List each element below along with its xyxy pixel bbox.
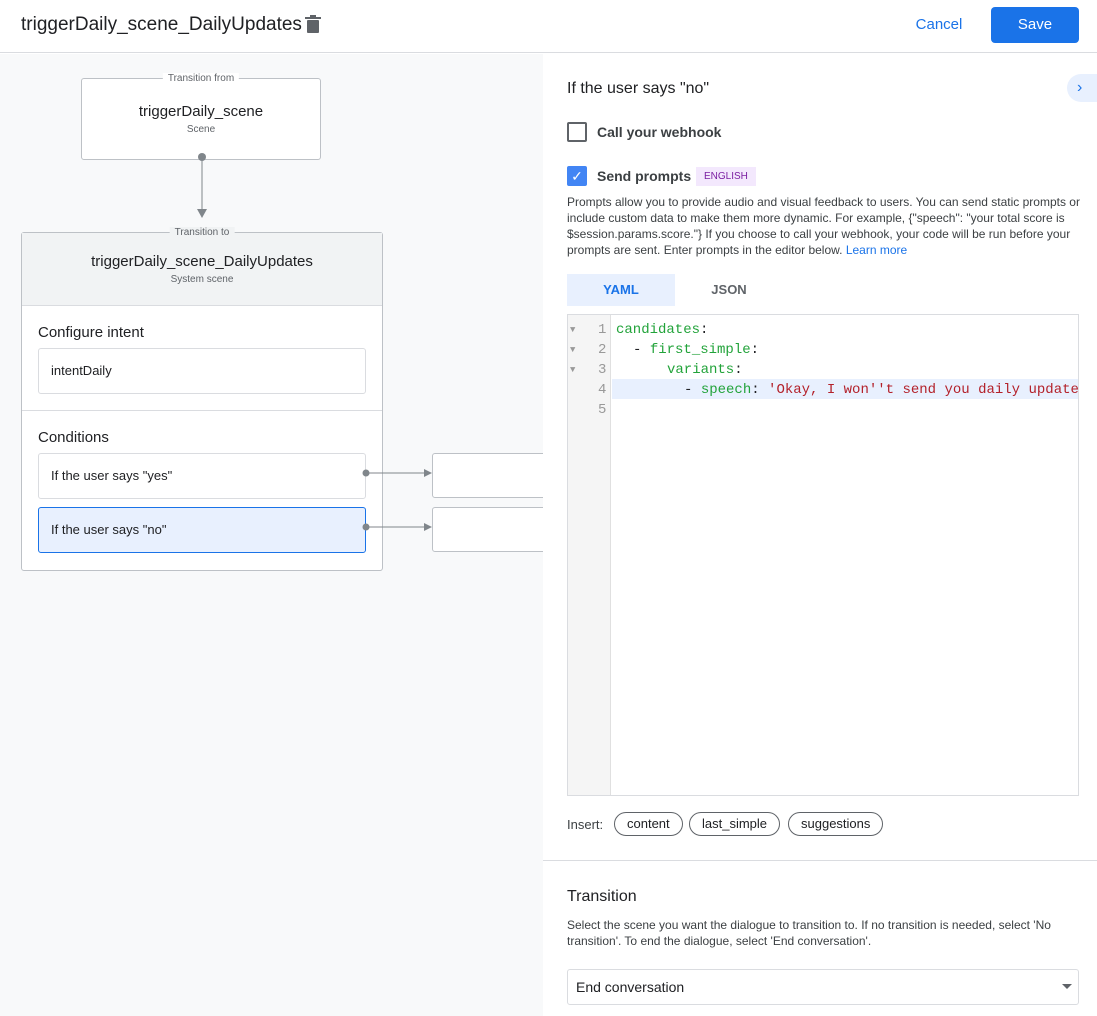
- condition-yes[interactable]: If the user says "yes": [38, 453, 366, 499]
- panel-heading: If the user says "no": [567, 80, 710, 97]
- configure-intent-heading: Configure intent: [38, 324, 144, 341]
- to-scene-name: triggerDaily_scene_DailyUpdates: [91, 253, 313, 270]
- transition-select[interactable]: End conversation: [567, 969, 1079, 1005]
- save-button[interactable]: Save: [991, 7, 1079, 43]
- transition-from-node[interactable]: Transition from triggerDaily_scene Scene: [81, 73, 321, 160]
- no-target-node[interactable]: [432, 507, 543, 552]
- insert-label: Insert:: [567, 817, 604, 832]
- from-scene-name: triggerDaily_scene: [138, 103, 264, 120]
- send-prompts-checkbox[interactable]: ✓: [567, 166, 587, 186]
- transition-select-value: End conversation: [576, 979, 685, 995]
- code-line-2: - first_simple:: [633, 342, 760, 358]
- intent-box[interactable]: intentDaily: [38, 348, 366, 394]
- cancel-button[interactable]: Cancel: [915, 16, 963, 33]
- connector-arrow: [197, 153, 207, 218]
- dropdown-arrow-icon: [1062, 984, 1072, 989]
- webhook-checkbox[interactable]: [567, 122, 587, 142]
- webhook-label: Call your webhook: [597, 124, 722, 140]
- line-number: 4: [598, 382, 607, 398]
- line-number: 3: [598, 362, 607, 378]
- transition-from-label: Transition from: [162, 73, 240, 84]
- transition-to-node: Transition to triggerDaily_scene_DailyUp…: [21, 227, 383, 571]
- language-badge: ENGLISH: [696, 167, 756, 186]
- condition-no[interactable]: If the user says "no": [38, 507, 366, 553]
- collapse-panel-button[interactable]: ›: [1067, 74, 1097, 102]
- send-prompts-label: Send prompts: [597, 168, 692, 184]
- transition-to-label: Transition to: [169, 227, 235, 238]
- transition-heading: Transition: [567, 888, 637, 905]
- conditions-heading: Conditions: [38, 429, 109, 446]
- to-scene-type: System scene: [170, 274, 234, 285]
- line-number: 2: [598, 342, 607, 358]
- header-bar: triggerDaily_scene_DailyUpdates Cancel S…: [0, 0, 1097, 53]
- page-title: triggerDaily_scene_DailyUpdates: [21, 14, 302, 35]
- condition-connectors: [362, 469, 432, 531]
- insert-chip-last-simple[interactable]: last_simple: [689, 812, 781, 836]
- code-line-1: candidates:: [616, 322, 709, 338]
- yes-target-node[interactable]: [432, 453, 543, 498]
- line-number: 5: [598, 402, 607, 418]
- condition-panel: › If the user says "no" Call your webhoo…: [543, 54, 1097, 1016]
- from-scene-type: Scene: [186, 124, 216, 135]
- line-number: 1: [598, 322, 607, 338]
- learn-more-link[interactable]: Learn more: [845, 243, 908, 257]
- insert-chip-suggestions[interactable]: suggestions: [788, 812, 884, 836]
- code-line-4: - speech: 'Okay, I won''t send you daily…: [684, 382, 1078, 398]
- scene-canvas: Transition from triggerDaily_scene Scene…: [0, 54, 543, 1016]
- code-line-3: variants:: [667, 362, 743, 378]
- prompts-description: Prompts allow you to provide audio and v…: [567, 195, 1080, 257]
- transition-description: Select the scene you want the dialogue t…: [567, 918, 1051, 948]
- tab-json[interactable]: JSON: [711, 282, 747, 297]
- insert-chip-content[interactable]: content: [614, 812, 683, 836]
- tab-yaml[interactable]: YAML: [567, 274, 675, 306]
- delete-icon[interactable]: [305, 15, 321, 33]
